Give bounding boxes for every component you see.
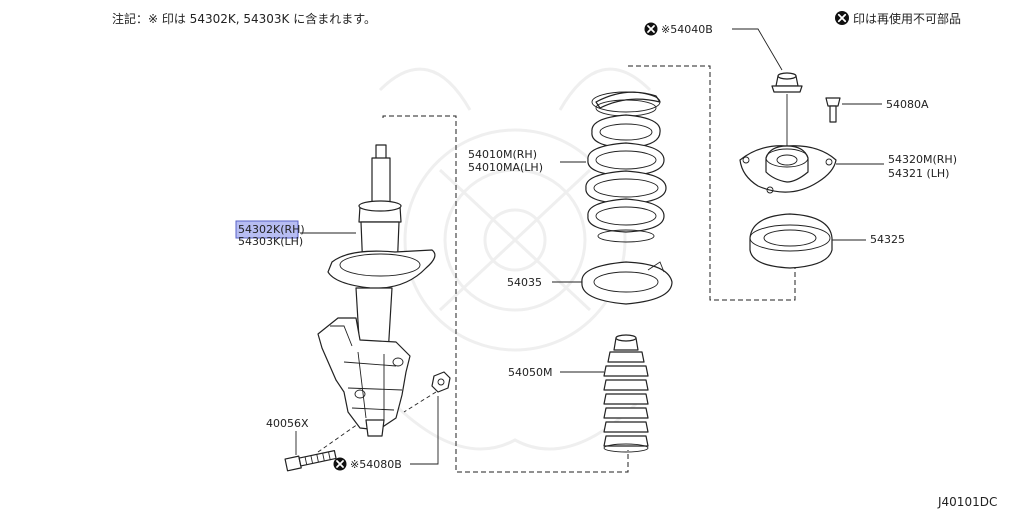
diagram-code: J40101DC	[937, 495, 997, 509]
x-circle-icon	[644, 22, 658, 36]
callout-strut-mount[interactable]: 54320M(RH) 54321 (LH)	[836, 153, 957, 180]
x-circle-icon	[835, 11, 849, 25]
callout-top-nut[interactable]: ※54040B	[644, 22, 783, 71]
callout-bound-bumper[interactable]: 54050M	[508, 366, 604, 379]
selected-part-highlight	[235, 220, 299, 239]
x-circle-icon	[333, 457, 347, 471]
label-strut-lh[interactable]: 54303K(LH)	[238, 235, 303, 248]
label-spring-seat[interactable]: 54035	[507, 276, 542, 289]
label-top-bolt[interactable]: 54080A	[886, 98, 929, 111]
spring-seat-illustration	[581, 261, 673, 305]
bound-bumper-illustration	[603, 334, 649, 453]
assembly-bracket-right	[628, 65, 796, 301]
label-mount-rh[interactable]: 54320M(RH)	[888, 153, 957, 166]
callout-strut[interactable]: 54302K(RH) 54303K(LH)	[235, 220, 356, 248]
label-mount-lh[interactable]: 54321 (LH)	[888, 167, 949, 180]
callout-bearing[interactable]: 54325	[832, 233, 905, 246]
top-bolt-illustration	[825, 97, 841, 123]
label-bolt-lower[interactable]: 40056X	[266, 417, 309, 430]
coil-spring-illustration	[585, 91, 667, 243]
header-note: 注記：※ 印は 54302K, 54303K に含まれます。	[112, 11, 376, 26]
top-nut-illustration	[771, 72, 803, 150]
label-bound-bumper[interactable]: 54050M	[508, 366, 552, 379]
non-reusable-legend: 印は再使用不可部品	[835, 11, 961, 26]
strut-assembly-illustration	[284, 144, 451, 472]
strut-mount-illustration	[739, 145, 837, 194]
callout-top-bolt[interactable]: 54080A	[842, 98, 929, 111]
callout-lower-nut[interactable]: ※54080B	[333, 396, 439, 471]
label-nut-lower[interactable]: ※54080B	[350, 458, 402, 471]
bearing-illustration	[749, 213, 833, 269]
label-strut-rh[interactable]: 54302K(RH)	[238, 223, 305, 236]
callout-lower-bolt[interactable]: 40056X	[266, 417, 309, 455]
label-top-nut[interactable]: ※54040B	[661, 23, 713, 36]
label-spring-rh[interactable]: 54010M(RH)	[468, 148, 537, 161]
callout-coil-spring[interactable]: 54010M(RH) 54010MA(LH)	[468, 148, 586, 174]
legend-text: 印は再使用不可部品	[853, 11, 961, 26]
watermark-emblem	[378, 67, 652, 451]
callout-spring-seat[interactable]: 54035	[507, 276, 582, 289]
label-bearing[interactable]: 54325	[870, 233, 905, 246]
assembly-bracket-left	[382, 115, 629, 473]
label-spring-lh[interactable]: 54010MA(LH)	[468, 161, 543, 174]
